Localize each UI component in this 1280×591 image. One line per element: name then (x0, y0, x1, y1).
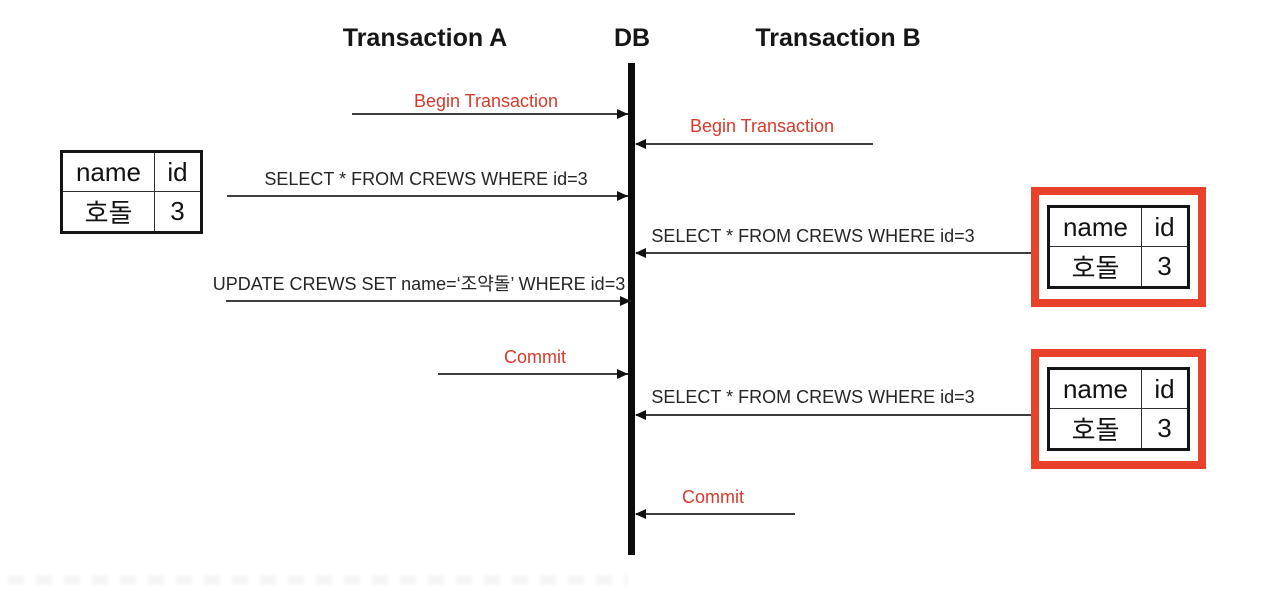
arrowhead-icon (620, 296, 631, 306)
message-line (636, 513, 795, 515)
participant-transaction-b: Transaction B (755, 24, 921, 52)
table-header-name: name (63, 153, 155, 192)
message-label: SELECT * FROM CREWS WHERE id=3 (651, 226, 975, 246)
message-label: UPDATE CREWS SET name=‘조약돌’ WHERE id=3 (212, 274, 626, 294)
crews-table-transaction-b-second: name id 호돌 3 (1031, 349, 1206, 469)
table-header-id: id (155, 153, 200, 192)
table-cell-id: 3 (1157, 413, 1172, 443)
table-header-name: name (1050, 208, 1142, 247)
arrowhead-icon (635, 248, 646, 258)
message-label: SELECT * FROM CREWS WHERE id=3 (264, 169, 588, 189)
arrowhead-icon (617, 109, 628, 119)
message-label: Commit (682, 487, 744, 507)
crews-table: name id 호돌 3 (1047, 205, 1190, 289)
arrowhead-icon (635, 509, 646, 519)
participant-transaction-a: Transaction A (342, 24, 508, 52)
message-label: Begin Transaction (413, 91, 559, 111)
table-header-id: id (1142, 370, 1187, 409)
table-header-name: name (1050, 370, 1142, 409)
message-label: SELECT * FROM CREWS WHERE id=3 (651, 387, 975, 407)
message-line (636, 252, 1032, 254)
table-cell-name: 호돌 (63, 192, 155, 231)
db-lifeline (628, 63, 635, 555)
arrowhead-icon (617, 191, 628, 201)
table-cell-name: 호돌 (1050, 247, 1142, 286)
message-line (438, 373, 628, 375)
participant-db: DB (613, 24, 651, 52)
message-line (636, 414, 1032, 416)
arrowhead-icon (617, 369, 628, 379)
crews-table: name id 호돌 3 (60, 150, 203, 234)
table-cell-id: 3 (170, 196, 185, 226)
bottom-artifact (8, 575, 628, 585)
arrowhead-icon (635, 410, 646, 420)
table-cell-name: 호돌 (1050, 409, 1142, 448)
message-line (636, 143, 873, 145)
arrowhead-icon (635, 139, 646, 149)
table-header-id: id (1142, 208, 1187, 247)
message-label: Begin Transaction (689, 116, 835, 136)
crews-table: name id 호돌 3 (1047, 367, 1190, 451)
message-line (227, 195, 628, 197)
crews-table-transaction-a: name id 호돌 3 (60, 150, 203, 234)
message-label: Commit (504, 347, 566, 367)
message-line (226, 300, 631, 302)
message-line (352, 113, 628, 115)
crews-table-transaction-b-first: name id 호돌 3 (1031, 187, 1206, 307)
table-cell-id: 3 (1157, 251, 1172, 281)
